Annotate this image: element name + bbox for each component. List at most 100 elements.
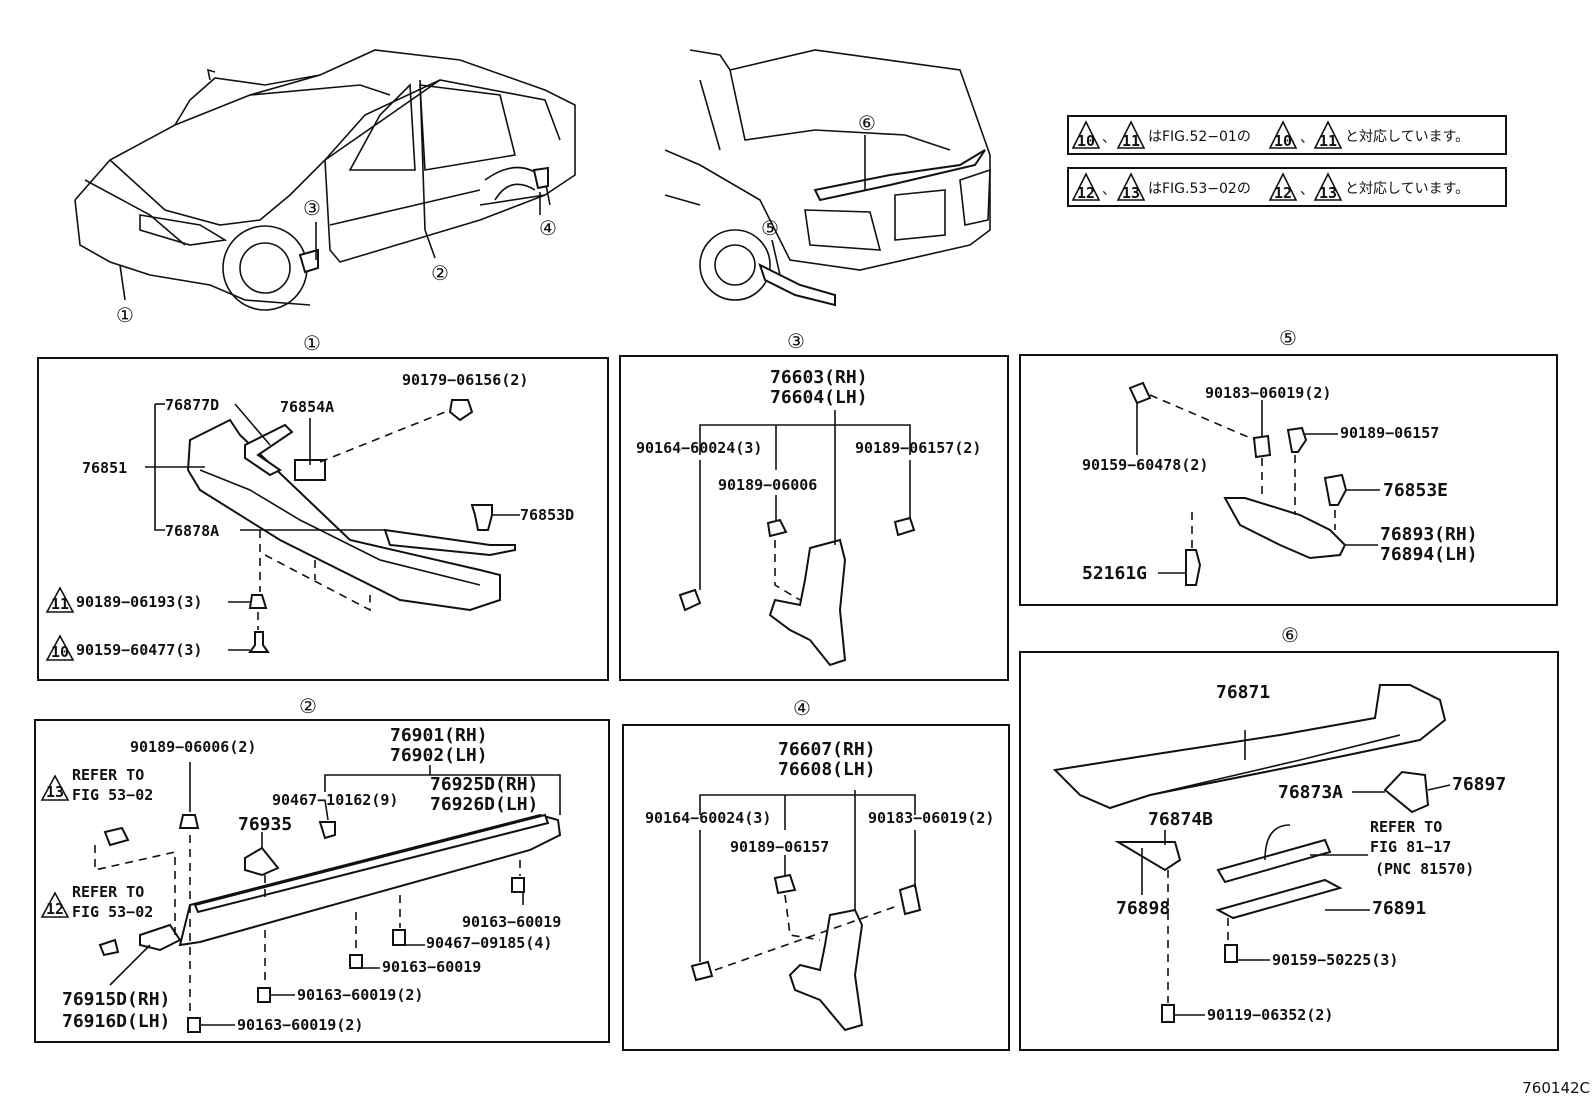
- panel-3-number: ③: [787, 329, 805, 353]
- note-2-text: はFIG.53−02の: [1148, 181, 1251, 197]
- label-76901: 76901(RH): [390, 725, 488, 746]
- label-90183-06019-p4: 90183−06019(2): [868, 809, 994, 827]
- refer-to-81-17-b: FIG 81−17: [1370, 838, 1451, 856]
- figure-id: 760142C: [1522, 1079, 1590, 1097]
- panel-6: ⑥ 76871 76873A 76897 76874B REFER TO FIG…: [1019, 623, 1559, 1051]
- label-76898: 76898: [1116, 898, 1170, 919]
- svg-text:12: 12: [1274, 184, 1292, 202]
- panel-4: ④ 76607(RH) 76608(LH) 90164−60024(3) 901…: [622, 696, 1010, 1051]
- label-90159-50225: 90159−50225(3): [1272, 951, 1398, 969]
- svg-text:11: 11: [1319, 132, 1337, 150]
- label-90159-60477: 90159−60477(3): [76, 641, 202, 659]
- refer-to-2a: REFER TO: [72, 883, 144, 901]
- svg-text:、: 、: [1300, 182, 1314, 198]
- svg-text:13: 13: [46, 783, 64, 801]
- label-76893: 76893(RH): [1380, 524, 1478, 545]
- note-box-2: 12 、 13 はFIG.53−02の 12 、 13 と対応しています。: [1067, 167, 1507, 207]
- label-76878A: 76878A: [165, 522, 219, 540]
- panel-1-number: ①: [303, 331, 321, 355]
- panel-6-number: ⑥: [1281, 623, 1299, 647]
- rear-callouts: ⑥ ⑤: [761, 111, 876, 240]
- svg-text:、: 、: [1102, 182, 1116, 198]
- label-76915D: 76915D(RH): [62, 989, 170, 1010]
- svg-text:13: 13: [1122, 184, 1140, 202]
- label-76897: 76897: [1452, 774, 1506, 795]
- note-box-1: 10 、 11 はFIG.52−01の 10 、 11 と対応しています。: [1067, 115, 1507, 155]
- callout-3: ③: [303, 196, 321, 220]
- label-90189-06157: 90189−06157(2): [855, 439, 981, 457]
- panel-2-number: ②: [299, 694, 317, 718]
- label-76854A: 76854A: [280, 398, 334, 416]
- svg-text:12: 12: [46, 900, 64, 918]
- callout-4: ④: [539, 216, 557, 240]
- svg-text:10: 10: [1274, 132, 1292, 150]
- svg-text:13: 13: [1319, 184, 1337, 202]
- label-76851: 76851: [82, 459, 127, 477]
- panel-5: ⑤ 90183−06019(2) 90189−06157 90159−60478…: [1019, 326, 1558, 606]
- label-90189-06157-p5: 90189−06157: [1340, 424, 1439, 442]
- svg-text:10: 10: [1077, 132, 1095, 150]
- rear-car-illustration: [664, 49, 991, 307]
- label-90163-60019-d: 90163−60019(2): [237, 1016, 363, 1034]
- label-90467-09185: 90467−09185(4): [426, 934, 552, 952]
- label-90164-60024-p4: 90164−60024(3): [645, 809, 771, 827]
- label-76891: 76891: [1372, 898, 1426, 919]
- label-90467-10162: 90467−10162(9): [272, 791, 398, 809]
- label-52161G: 52161G: [1082, 563, 1147, 584]
- label-76902: 76902(LH): [390, 745, 488, 766]
- label-76916D: 76916D(LH): [62, 1011, 170, 1032]
- label-90179-06156: 90179−06156(2): [402, 371, 528, 389]
- callout-5: ⑤: [761, 216, 779, 240]
- label-90189-06157-p4: 90189−06157: [730, 838, 829, 856]
- svg-text:10: 10: [51, 643, 69, 661]
- refer-to-81-17-c: (PNC 81570): [1375, 860, 1474, 878]
- note-2-tail: と対応しています。: [1345, 181, 1469, 197]
- label-76877D: 76877D: [165, 396, 219, 414]
- panel-5-number: ⑤: [1279, 326, 1297, 350]
- label-90183-06019-p5: 90183−06019(2): [1205, 384, 1331, 402]
- label-90159-60478: 90159−60478(2): [1082, 456, 1208, 474]
- panel-2: ② 90189−06006(2) 76901(RH) 7: [34, 694, 610, 1043]
- label-90164-60024: 90164−60024(3): [636, 439, 762, 457]
- svg-text:11: 11: [1122, 132, 1140, 150]
- label-76871: 76871: [1216, 682, 1270, 703]
- panel-4-number: ④: [793, 696, 811, 720]
- label-90163-60019-b: 90163−60019: [382, 958, 481, 976]
- label-90163-60019-a: 90163−60019: [462, 913, 561, 931]
- refer-to-1b: FIG 53−02: [72, 786, 153, 804]
- label-76608: 76608(LH): [778, 759, 876, 780]
- front-car-illustration: [74, 49, 576, 311]
- svg-text:、: 、: [1300, 130, 1314, 146]
- label-90163-60019-c: 90163−60019(2): [297, 986, 423, 1004]
- callout-6: ⑥: [858, 111, 876, 135]
- refer-to-81-17-a: REFER TO: [1370, 818, 1442, 836]
- label-90189-06006: 90189−06006: [718, 476, 817, 494]
- label-76925D: 76925D(RH): [430, 774, 538, 795]
- svg-text:、: 、: [1102, 130, 1116, 146]
- label-76873A: 76873A: [1278, 782, 1343, 803]
- label-76853D: 76853D: [520, 506, 574, 524]
- label-76935: 76935: [238, 814, 292, 835]
- refer-to-2b: FIG 53−02: [72, 903, 153, 921]
- label-76603: 76603(RH): [770, 367, 868, 388]
- label-76853E: 76853E: [1383, 480, 1448, 501]
- note-1-tail: と対応しています。: [1345, 129, 1469, 145]
- note-1-text: はFIG.52−01の: [1148, 129, 1251, 145]
- panel-3: ③ 76603(RH) 76604(LH) 90164−60024(3) 901…: [619, 329, 1009, 681]
- label-90189-06193: 90189−06193(3): [76, 593, 202, 611]
- label-76874B: 76874B: [1148, 809, 1213, 830]
- label-76604: 76604(LH): [770, 387, 868, 408]
- svg-text:11: 11: [51, 595, 69, 613]
- label-90189-06006: 90189−06006(2): [130, 738, 256, 756]
- svg-text:12: 12: [1077, 184, 1095, 202]
- callout-1: ①: [116, 303, 134, 327]
- label-90119-06352: 90119−06352(2): [1207, 1006, 1333, 1024]
- panel-1: ① 76877D 76854A 90179−06156(2) 76851 768…: [37, 331, 609, 681]
- label-76607: 76607(RH): [778, 739, 876, 760]
- front-callouts: ① ② ③ ④: [116, 196, 557, 327]
- callout-2: ②: [431, 261, 449, 285]
- label-76926D: 76926D(LH): [430, 794, 538, 815]
- label-76894: 76894(LH): [1380, 544, 1478, 565]
- refer-to-1a: REFER TO: [72, 766, 144, 784]
